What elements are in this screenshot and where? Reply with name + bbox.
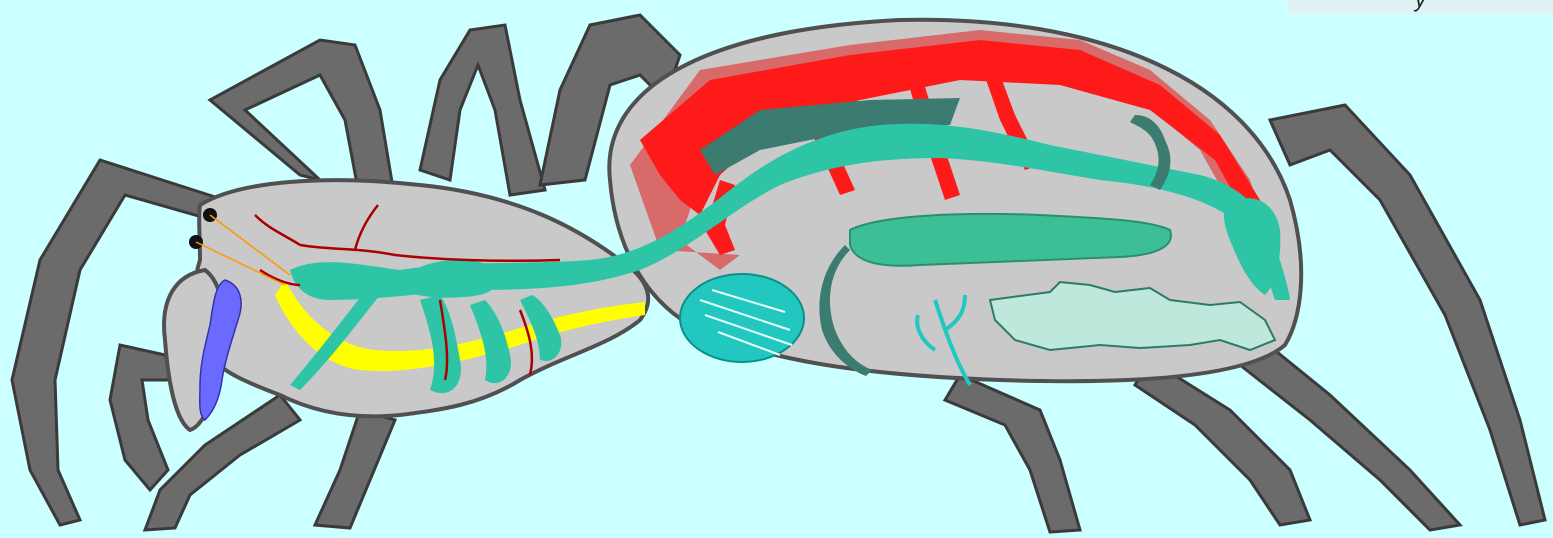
leg-9 bbox=[945, 375, 1080, 532]
leg-8 bbox=[315, 410, 395, 528]
leg-7 bbox=[145, 395, 300, 530]
book-lung bbox=[680, 274, 804, 362]
cephalothorax bbox=[195, 180, 648, 416]
pedipalp bbox=[110, 345, 175, 490]
leg-3 bbox=[420, 25, 545, 195]
leg-2 bbox=[210, 40, 395, 200]
leg-5 bbox=[1270, 105, 1545, 525]
